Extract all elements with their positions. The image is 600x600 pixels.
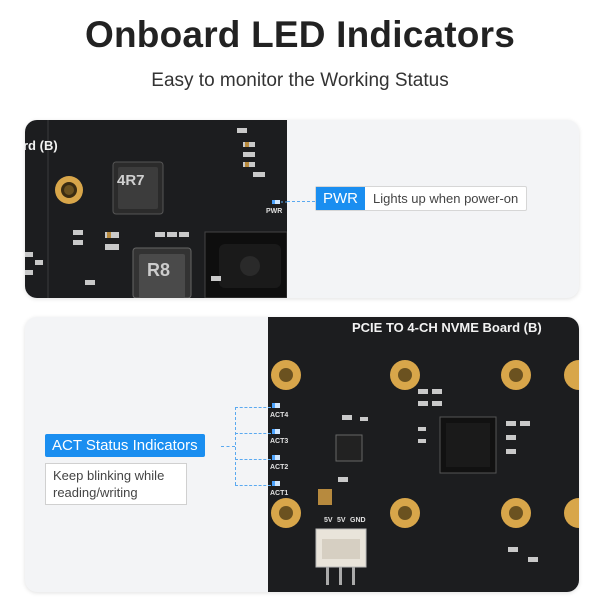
connector-pin-silk-3: GND: [350, 517, 366, 524]
act-tag-connector: [221, 446, 235, 447]
act3-silkscreen: ACT3: [270, 438, 289, 445]
act-tag-label: ACT Status Indicators: [45, 434, 205, 457]
led-indicator-icon: [272, 200, 280, 204]
pwr-tag-description: Lights up when power-on: [373, 191, 519, 206]
connector-pin-silk-1: 5V: [324, 517, 333, 524]
act4-silkscreen: ACT4: [270, 412, 289, 419]
act-tag-description: Keep blinking while reading/writing: [45, 463, 187, 505]
mounting-hole-icon: [55, 176, 83, 204]
act1-silkscreen: ACT1: [270, 490, 289, 497]
board-label-pwr: rd (B): [25, 138, 58, 153]
act-indicator-card: PCIE TO 4-CH NVME Board (B) ACT4 ACT3 AC…: [25, 317, 579, 592]
pwr-led-silkscreen: PWR: [266, 208, 283, 215]
act-bracket-line: [235, 407, 236, 485]
act3-connector-line: [235, 433, 271, 434]
inductor-marking-top: 4R7: [117, 172, 145, 189]
act1-connector-line: [235, 485, 271, 486]
page-subtitle: Easy to monitor the Working Status: [151, 70, 449, 91]
led-indicator-icon: [272, 403, 280, 486]
pwr-tag-label: PWR: [316, 187, 365, 210]
inductor-marking-bottom: R8: [147, 260, 171, 280]
pwr-connector-line: [287, 201, 315, 202]
pwr-indicator-card: rd (B) 4R7 R8 PWR PWR Lights up when pow…: [25, 120, 579, 298]
act4-connector-line: [235, 407, 271, 408]
pcb-photo-act: PCIE TO 4-CH NVME Board (B) ACT4 ACT3 AC…: [268, 317, 579, 592]
act2-silkscreen: ACT2: [270, 464, 289, 471]
pcb-illustration: [25, 120, 287, 298]
page-title: Onboard LED Indicators: [85, 14, 515, 55]
board-label-act: PCIE TO 4-CH NVME Board (B): [352, 320, 542, 335]
act2-connector-line: [235, 459, 271, 460]
connector-pin-silk-2: 5V: [337, 517, 346, 524]
pcb-photo-pwr: rd (B) 4R7 R8 PWR: [25, 120, 287, 298]
pcb-illustration: [271, 360, 579, 585]
mounting-hole-icon: [271, 360, 579, 528]
pwr-callout: PWR Lights up when power-on: [315, 186, 528, 211]
